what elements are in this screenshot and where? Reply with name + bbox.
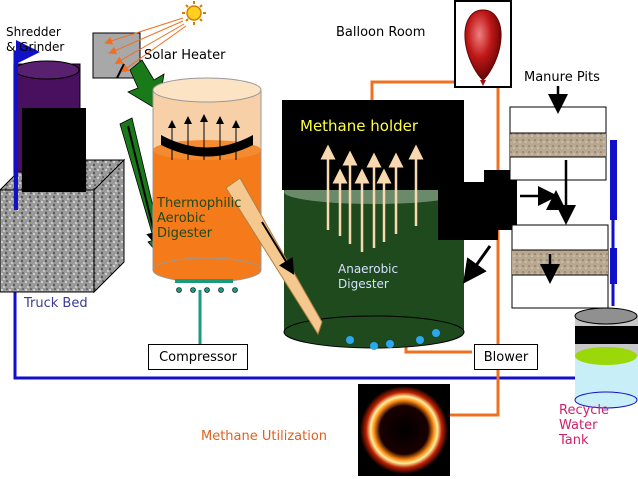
balloon-icon [464, 9, 502, 86]
manure-pit-lower [511, 224, 609, 309]
shredder-grinder-label: Shredder & Grinder [6, 25, 65, 54]
thermophilic-digester-label: Thermophilic Aerobic Digester [157, 196, 242, 241]
balloon-room-label: Balloon Room [336, 25, 426, 40]
manure-flow-arrows [520, 86, 576, 284]
manure-pit-upper [509, 106, 607, 181]
manure-pits-label: Manure Pits [524, 70, 600, 85]
shredder-grinder [13, 60, 86, 210]
sun-rays [104, 17, 187, 73]
recycle-water-tank-label: Recycle Water Tank [559, 403, 610, 448]
anaerobic-digester-label: Anaerobic Digester [338, 262, 399, 291]
transfer-pump [438, 170, 517, 284]
methane-utilization-label: Methane Utilization [201, 429, 328, 444]
flame-icon [358, 384, 450, 476]
solar-heater-label: Solar Heater [144, 48, 226, 63]
recycle-water-tank [574, 307, 638, 409]
sun-icon [182, 1, 206, 25]
thermophilic-digester [152, 77, 262, 293]
blower-label: Blower [474, 344, 538, 370]
methane-bubbles-arrows [320, 144, 424, 252]
methane-holder-label: Methane holder [300, 117, 419, 135]
truck-bed-label: Truck Bed [24, 296, 88, 311]
water-pipes-right [610, 140, 617, 306]
feed-chute [225, 177, 323, 336]
compressor-label: Compressor [148, 344, 248, 370]
